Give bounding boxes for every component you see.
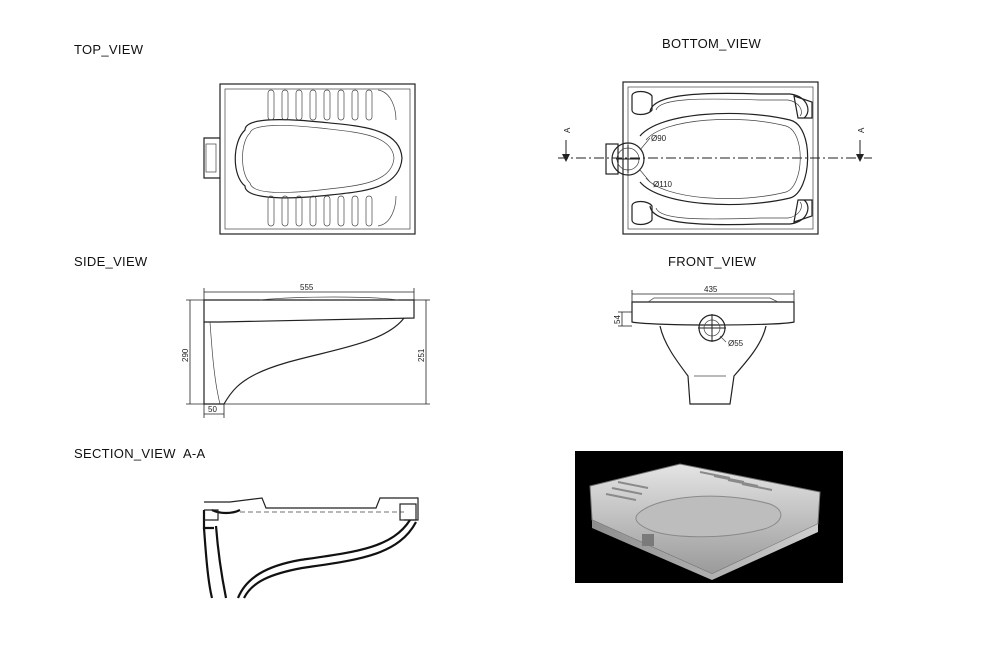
side-height-right-dim: 251 [417,348,426,362]
top-view-title: TOP_VIEW [74,42,144,57]
photo-grip-ridges [605,471,773,501]
side-base-dim: 50 [208,405,217,414]
side-height-left-dim: 290 [181,348,190,362]
section-marker-left: A [563,127,572,133]
bottom-inner-diameter: Ø90 [651,134,667,143]
front-height-dim: 54 [613,315,622,324]
section-marker-right: A [857,127,866,133]
side-view-drawing: 555 290 251 50 [181,283,430,418]
bottom-view-title: BOTTOM_VIEW [662,36,762,51]
front-width-dim: 435 [704,285,718,294]
section-view-title: SECTION_VIEW A-A [74,446,206,461]
side-view-title: SIDE_VIEW [74,254,148,269]
top-grip-ridges [267,89,397,227]
product-photo [575,451,843,583]
side-length-dim: 555 [300,283,314,292]
section-view-drawing [202,497,419,599]
bottom-outer-diameter: Ø110 [653,180,673,189]
bottom-view-drawing: A A Ø90 Ø110 [558,81,872,235]
front-outlet-diameter: Ø55 [728,339,744,348]
front-view-title: FRONT_VIEW [668,254,757,269]
top-view-drawing [203,83,416,235]
front-view-drawing: Ø55 435 54 [613,285,795,405]
